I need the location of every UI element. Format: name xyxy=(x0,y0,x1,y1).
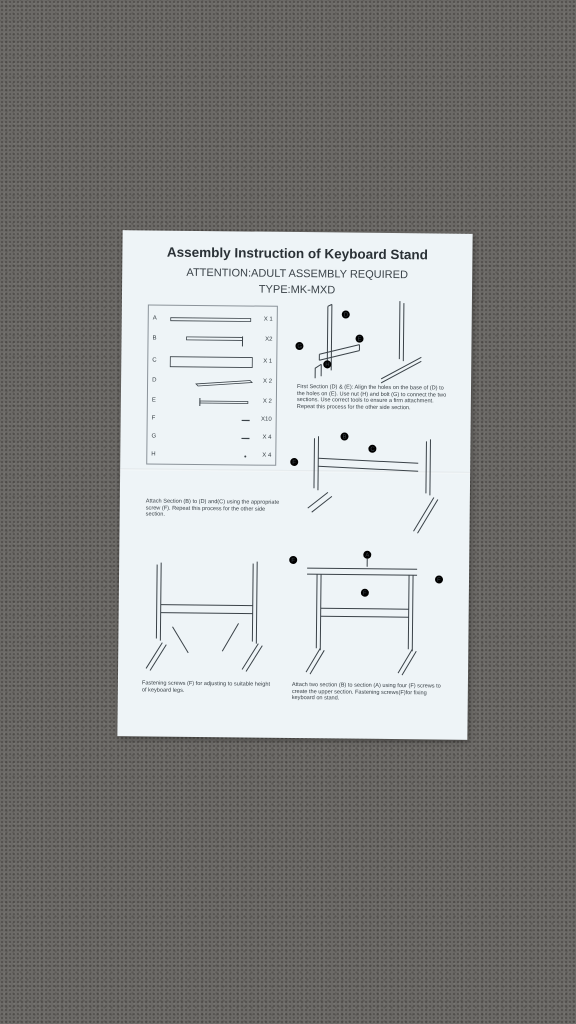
part-row-e: E X 2 xyxy=(148,393,276,410)
step4-diagram: A F F F xyxy=(289,550,444,676)
part-qty: X10 xyxy=(260,416,272,423)
part-letter: D xyxy=(152,377,157,384)
attention-notice: ATTENTION:ADULT ASSEMBLY REQUIRED xyxy=(186,266,409,282)
part-c-shape xyxy=(169,356,253,368)
part-row-a: A X 1 xyxy=(149,311,277,328)
part-b-shape xyxy=(186,336,244,347)
part-qty: X 4 xyxy=(262,452,272,459)
part-letter: B xyxy=(152,335,157,342)
part-row-d: D X 2 xyxy=(148,373,276,390)
step1-text: First Section (D) & (E): Align the holes… xyxy=(296,384,447,411)
instruction-sheet: Assembly Instruction of Keyboard Stand A… xyxy=(117,230,473,740)
part-row-h: H X 4 xyxy=(147,447,275,464)
part-letter: G xyxy=(151,433,157,440)
part-f-screw-icon xyxy=(241,419,250,422)
model-type: TYPE:MK-MXD xyxy=(258,283,336,297)
step2-diagram: B C F xyxy=(290,432,439,534)
part-qty: X2 xyxy=(265,336,273,343)
part-letter: C xyxy=(152,357,157,364)
part-qty: X 1 xyxy=(263,358,273,365)
part-row-g: G X 4 xyxy=(147,429,275,446)
callout-c: C xyxy=(370,447,375,453)
part-letter: E xyxy=(151,397,156,404)
part-g-bolt-icon xyxy=(241,437,250,440)
step3-text: Fastening screws (F) for adjusting to su… xyxy=(141,680,271,694)
part-a-shape xyxy=(170,317,252,322)
callout-h: H xyxy=(325,362,329,368)
part-row-b: B X2 xyxy=(148,331,276,348)
part-e-shape xyxy=(199,397,249,407)
callout-f: F xyxy=(363,591,367,597)
part-qty: X 4 xyxy=(262,434,272,441)
callout-d: D xyxy=(344,313,349,319)
callout-e: E xyxy=(357,337,361,343)
part-h-nut-icon xyxy=(244,455,247,458)
part-row-f: F X10 xyxy=(148,411,276,428)
callout-f: F xyxy=(291,558,295,564)
parts-list: A X 1 B X2 C X 1 D X 2 E X 2 F X10 xyxy=(146,304,278,466)
document-title: Assembly Instruction of Keyboard Stand xyxy=(166,244,429,263)
callout-a: A xyxy=(365,553,369,559)
part-qty: X 1 xyxy=(263,316,273,323)
callout-f: F xyxy=(437,577,441,583)
step1-diagram: D E G H xyxy=(295,301,422,384)
part-letter: A xyxy=(152,315,157,322)
callout-g: G xyxy=(297,344,302,350)
part-row-c: C X 1 xyxy=(148,353,276,370)
callout-f: F xyxy=(292,460,296,466)
step4-text: Attach two section (B) to section (A) us… xyxy=(291,681,441,702)
part-letter: H xyxy=(151,451,156,458)
part-qty: X 2 xyxy=(263,378,273,385)
part-qty: X 2 xyxy=(262,398,272,405)
part-letter: F xyxy=(151,415,156,422)
step2-text: Attach Section (B) to (D) and(C) using t… xyxy=(145,498,280,518)
step3-diagram xyxy=(145,561,263,672)
callout-b: B xyxy=(342,434,346,440)
part-d-shape xyxy=(195,380,253,387)
